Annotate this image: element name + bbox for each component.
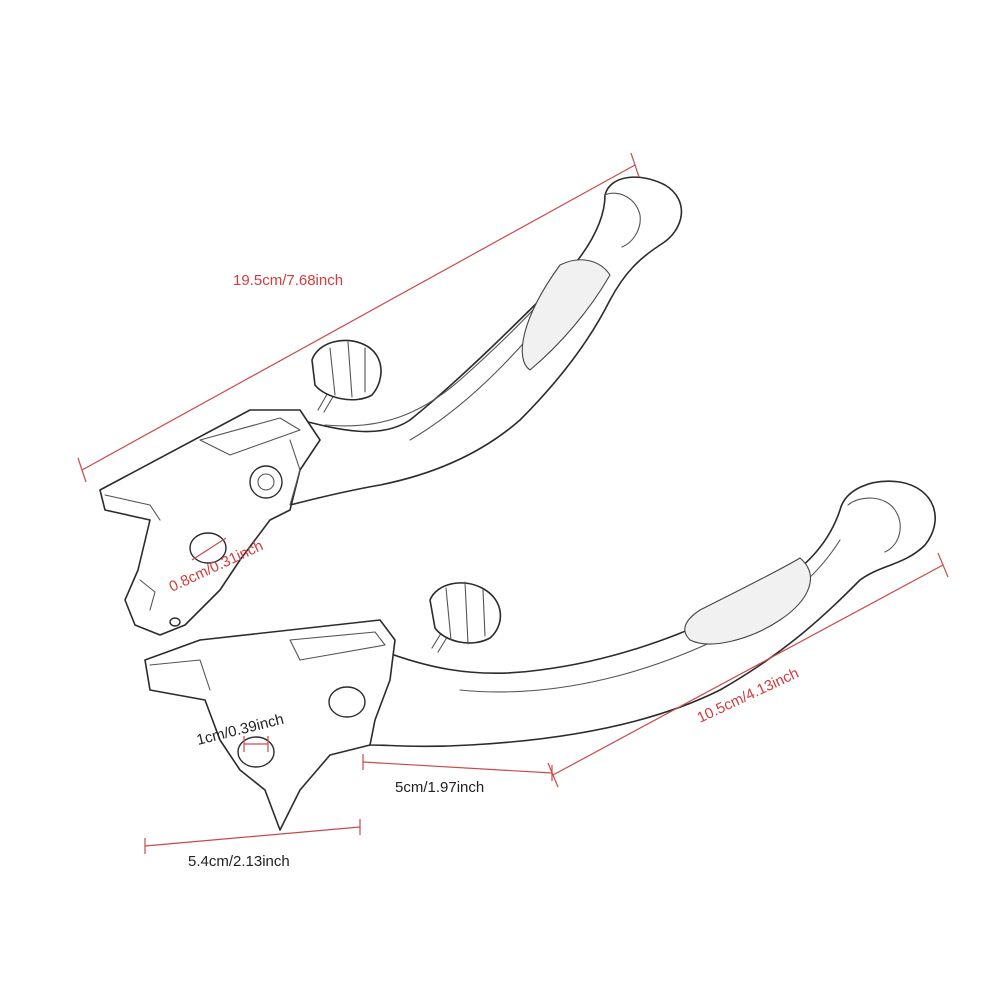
brake-lever [99,176,683,636]
overall-length-label: 19.5cm/7.68inch [233,272,343,289]
clutch-lever [144,480,936,831]
dimension-pivot-to-bend: 5cm/1.97inch [362,754,553,796]
pivot-to-bend-label: 5cm/1.97inch [395,779,484,796]
dimension-mount-width: 5.4cm/2.13inch [144,819,361,870]
dimension-overall-length: 19.5cm/7.68inch [77,152,640,483]
mount-width-label: 5.4cm/2.13inch [188,853,290,870]
